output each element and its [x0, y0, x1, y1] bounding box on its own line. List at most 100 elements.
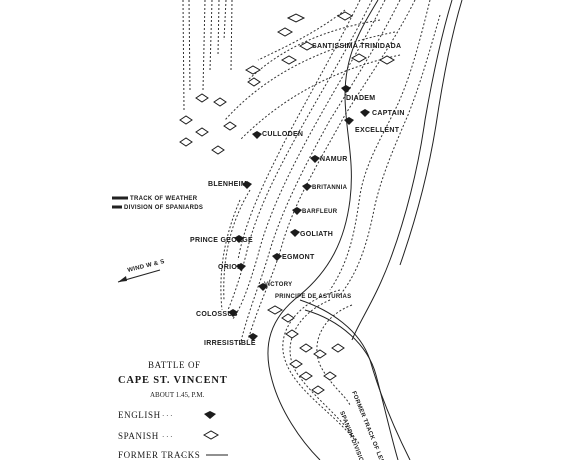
- spanish-ship-marker: [213, 97, 227, 107]
- english-ship-marker: [236, 263, 246, 271]
- tracks: [182, 0, 441, 446]
- label-blenheim: BLENHEIM: [208, 181, 247, 188]
- legend-time: ABOUT 1.45, P.M.: [150, 391, 205, 399]
- label-barfleur: BARFLEUR: [302, 209, 338, 215]
- spanish-ship-marker: [331, 343, 345, 353]
- label-excellent: EXCELLENT: [355, 127, 400, 134]
- wind-arrow-head: [118, 276, 127, 282]
- english-ships: [228, 85, 370, 341]
- track-line: [339, 14, 441, 296]
- spanish-ship-marker: [179, 137, 193, 147]
- english-ship-marker: [258, 283, 268, 291]
- track-line: [230, 0, 233, 71]
- label-colossus: COLOSSUS: [196, 311, 238, 318]
- label-culloden: CULLODEN: [262, 131, 303, 138]
- spanish-ship-marker: [323, 371, 337, 381]
- spanish-ship-marker: [285, 329, 299, 339]
- track-line: [289, 299, 361, 446]
- track-line: [220, 199, 241, 311]
- track-line: [188, 0, 191, 91]
- track-line: [209, 0, 213, 71]
- english-ship-marker: [310, 155, 320, 163]
- label-namur: NAMUR: [320, 156, 348, 163]
- label-santissima-trinidada: SANTISSIMA TRINIDADA: [312, 43, 401, 50]
- english-ship-marker: [272, 253, 282, 261]
- ship-labels: SANTISSIMA TRINIDADA DIADEM CAPTAIN EXCE…: [190, 43, 405, 347]
- english-ship-marker: [242, 181, 252, 189]
- track-line: [257, 9, 346, 61]
- track-notes: FORMER TRACK OF LEE SPANISH DIVISION: [338, 391, 385, 460]
- spanish-ship-marker: [195, 93, 209, 103]
- legend-title-1: BATTLE OF: [148, 360, 201, 370]
- track-line: [237, 0, 361, 261]
- spanish-ship-marker: [223, 121, 237, 131]
- former-track-line: [399, 0, 463, 266]
- track-line: [282, 289, 356, 441]
- track-line: [231, 0, 386, 321]
- spanish-ship-marker: [299, 343, 313, 353]
- legend-english-marker: [204, 411, 216, 419]
- spanish-ship-marker: [195, 127, 209, 137]
- label-captain: CAPTAIN: [372, 110, 405, 117]
- legend: BATTLE OF CAPE ST. VINCENT ABOUT 1.45, P…: [118, 360, 228, 460]
- english-ship-marker: [252, 131, 262, 139]
- label-orion: ORION: [218, 264, 242, 271]
- track-line: [217, 0, 220, 56]
- english-ship-marker: [360, 109, 370, 117]
- legend-dots: · · ·: [162, 412, 173, 420]
- spanish-ship-marker: [313, 349, 327, 359]
- former-track-line: [267, 0, 379, 460]
- spanish-ship-marker: [244, 65, 262, 75]
- legend-dots: · ·: [180, 452, 186, 460]
- english-ship-marker: [290, 229, 300, 237]
- spanish-ship-marker: [281, 313, 295, 323]
- label-britannia: BRITANNIA: [312, 185, 348, 191]
- track-line: [247, 0, 416, 341]
- spanish-ship-marker: [350, 53, 368, 63]
- label-prince-george: PRINCE GEORGE: [190, 237, 253, 244]
- track-line: [182, 0, 185, 111]
- spanish-ship-marker: [289, 359, 303, 369]
- english-ship-marker: [228, 309, 238, 317]
- spanish-ship-marker: [280, 55, 298, 65]
- english-ship-marker: [248, 333, 258, 341]
- legend-spanish-label: SPANISH: [118, 431, 159, 441]
- legend-dots: · · ·: [162, 433, 173, 441]
- wind-arrow: WIND W & S: [117, 259, 165, 283]
- former-track-line: [304, 309, 399, 460]
- spanish-ship-marker: [179, 115, 193, 125]
- track-line: [223, 0, 227, 41]
- english-ship-marker: [234, 235, 244, 243]
- spanish-ship-marker: [299, 371, 313, 381]
- spanish-ship-marker: [266, 305, 284, 315]
- spanish-ships: [179, 11, 396, 395]
- spanish-ship-marker: [247, 77, 261, 87]
- track-line: [239, 0, 401, 346]
- legend-spanish-marker: [202, 430, 220, 440]
- spanish-ship-marker: [311, 385, 325, 395]
- label-goliath: GOLIATH: [300, 231, 333, 238]
- english-ship-marker: [292, 207, 302, 215]
- label-victory: VICTORY: [264, 282, 292, 288]
- spanish-ship-marker: [298, 41, 316, 51]
- track-line: [227, 0, 373, 311]
- label-irresistible: IRRESISTIBLE: [204, 340, 256, 347]
- legend-english-label: ENGLISH: [118, 410, 161, 420]
- wind-label: WIND W & S: [127, 259, 165, 274]
- legend-title-2: CAPE ST. VINCENT: [118, 375, 228, 386]
- track-line: [239, 54, 401, 141]
- label-diadem: DIADEM: [346, 95, 375, 102]
- division-of-spaniards-label: DIVISION OF SPANIARDS: [124, 205, 203, 211]
- spanish-ship-marker: [211, 145, 225, 155]
- label-principe-de-asturias: PRINCIPE DE ASTURIAS: [275, 294, 351, 300]
- spanish-ship-marker: [286, 13, 306, 23]
- spanish-ship-marker: [276, 27, 294, 37]
- track-of-weather-label: TRACK OF WEATHER: [130, 196, 198, 202]
- english-ship-marker: [302, 183, 312, 191]
- track-line: [224, 31, 396, 121]
- track-line: [223, 189, 251, 301]
- spanish-ship-marker: [378, 55, 396, 65]
- former-track-line: [351, 0, 453, 341]
